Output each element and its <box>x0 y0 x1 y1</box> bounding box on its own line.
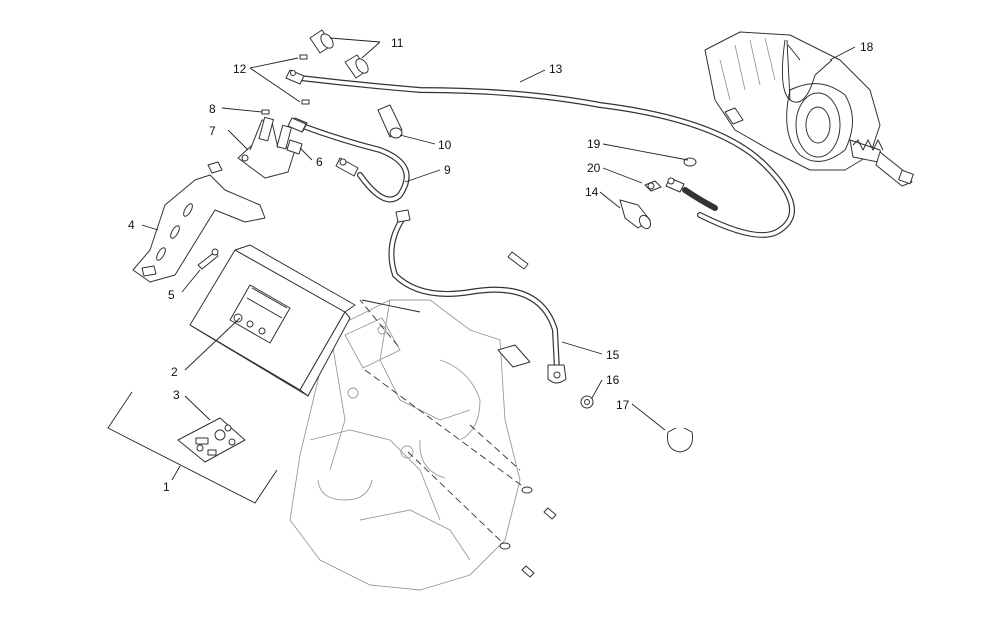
callout-17: 17 <box>616 398 630 412</box>
callout-8: 8 <box>209 102 216 116</box>
battery-cable-13 <box>297 75 795 238</box>
callout-9: 9 <box>444 163 451 177</box>
leader-lines <box>141 37 856 481</box>
battery-cable-9 <box>290 117 410 203</box>
callout-labels: 1 2 3 4 5 6 7 8 9 10 11 12 13 14 15 16 1… <box>128 36 874 494</box>
callout-19: 19 <box>587 137 601 151</box>
hose-clamp-17 <box>667 427 693 453</box>
frame-bolts <box>497 251 557 578</box>
callout-13: 13 <box>549 62 563 76</box>
callout-16: 16 <box>606 373 620 387</box>
callout-11: 11 <box>391 36 404 50</box>
callout-2: 2 <box>171 365 178 379</box>
callout-3: 3 <box>173 388 180 402</box>
nuts-and-washers <box>580 157 697 409</box>
callout-12: 12 <box>233 62 247 76</box>
ground-cable-15 <box>388 209 567 384</box>
terminal-boots <box>309 29 652 230</box>
screw-5 <box>197 248 219 270</box>
callout-14: 14 <box>585 185 599 199</box>
callout-5: 5 <box>168 288 175 302</box>
callout-10: 10 <box>438 138 452 152</box>
starter-motor <box>704 31 914 187</box>
hardware-kit <box>177 417 246 463</box>
battery <box>189 244 356 397</box>
callout-4: 4 <box>128 218 135 232</box>
battery-bracket <box>132 161 266 283</box>
callout-6: 6 <box>316 155 323 169</box>
kit-bracket <box>107 391 278 504</box>
callout-1: 1 <box>163 480 170 494</box>
starter-relay <box>237 116 303 179</box>
terminal-hardware <box>261 54 310 133</box>
callout-15: 15 <box>606 348 620 362</box>
frame-chassis-outline <box>289 299 521 591</box>
callout-7: 7 <box>209 124 216 138</box>
callout-18: 18 <box>860 40 874 54</box>
callout-20: 20 <box>587 161 601 175</box>
assembly-guide-lines <box>359 299 526 546</box>
